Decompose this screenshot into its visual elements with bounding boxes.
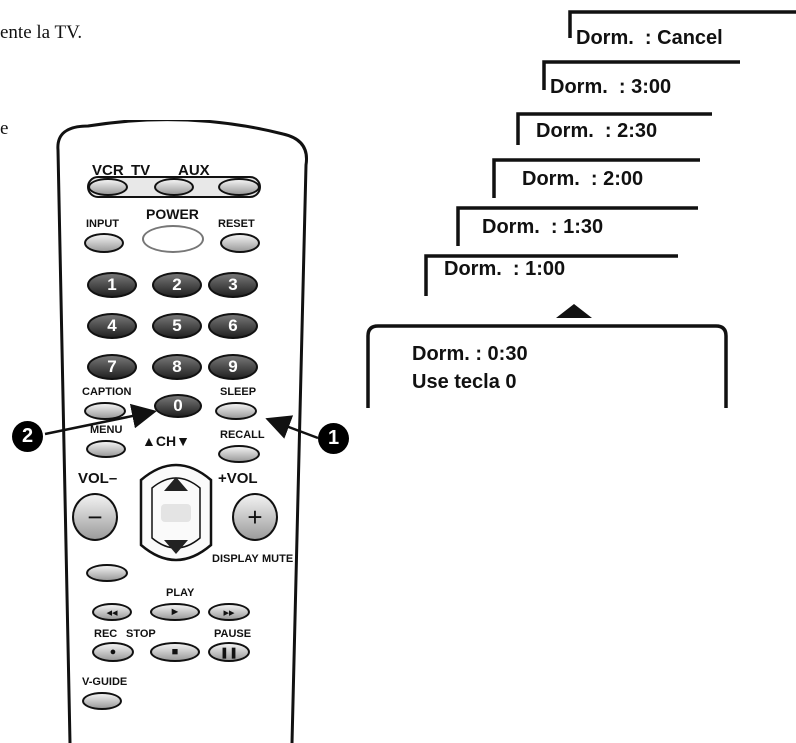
digit-5-button[interactable]: 5: [152, 313, 202, 339]
reset-label: RESET: [218, 218, 255, 230]
tv-label: TV: [131, 162, 151, 179]
remote-control: VCR TV AUX INPUT POWER RESET 1 2 3 4 5 6…: [48, 120, 320, 743]
vcr-mode-button[interactable]: [88, 178, 128, 196]
recall-button[interactable]: [218, 445, 260, 463]
sleep-panel-current: Dorm. : 0:30: [412, 343, 528, 365]
pause-button[interactable]: ❚❚: [208, 642, 250, 662]
power-label: POWER: [146, 206, 199, 222]
callout-1-arrow: [265, 415, 319, 440]
vol-up-label: +VOL: [218, 470, 258, 487]
vguide-label: V-GUIDE: [82, 676, 128, 688]
input-label: INPUT: [86, 218, 119, 230]
vol-down-button[interactable]: −: [72, 493, 118, 541]
channel-label: ▲CH▼: [142, 433, 190, 449]
vol-up-button[interactable]: +: [232, 493, 278, 541]
digit-3-button[interactable]: 3: [208, 272, 258, 298]
sleep-step-cancel: Dorm. : Cancel: [576, 27, 723, 49]
instruction-text-line-2: e: [0, 118, 9, 139]
digit-9-button[interactable]: 9: [208, 354, 258, 380]
vol-down-label: VOL–: [78, 470, 118, 487]
digit-4-button[interactable]: 4: [87, 313, 137, 339]
pause-label: PAUSE: [214, 628, 252, 640]
menu-button[interactable]: [86, 440, 126, 458]
fast-forward-button[interactable]: ▸▸: [208, 603, 250, 621]
sleep-step-3-00: Dorm. : 3:00: [550, 76, 672, 98]
callout-2-arrow: [44, 403, 157, 436]
sleep-step-1-30: Dorm. : 1:30: [482, 216, 604, 238]
display-button[interactable]: [86, 564, 128, 582]
aux-mode-button[interactable]: [218, 178, 260, 196]
display-label: DISPLAY: [212, 553, 259, 565]
digit-6-button[interactable]: 6: [208, 313, 258, 339]
sleep-steps-frame: [366, 10, 796, 408]
input-button[interactable]: [84, 233, 124, 253]
digit-7-button[interactable]: 7: [87, 354, 137, 380]
sleep-step-2-00: Dorm. : 2:00: [522, 168, 644, 190]
vguide-button[interactable]: [82, 692, 122, 710]
reset-button[interactable]: [220, 233, 260, 253]
sleep-button[interactable]: [215, 402, 257, 420]
stop-button[interactable]: ■: [150, 642, 200, 662]
caption-button[interactable]: [84, 402, 126, 420]
record-button[interactable]: ●: [92, 642, 134, 662]
sleep-timer-diagram: Dorm. : Cancel Dorm. : 3:00 Dorm. : 2:30…: [360, 0, 796, 420]
play-label: PLAY: [166, 587, 195, 599]
mute-label: MUTE: [262, 553, 294, 565]
rewind-button[interactable]: ◂◂: [92, 603, 132, 621]
vcr-label: VCR: [92, 162, 124, 179]
sleep-step-1-00: Dorm. : 1:00: [444, 258, 566, 280]
digit-8-button[interactable]: 8: [152, 354, 202, 380]
recall-label: RECALL: [220, 429, 265, 441]
digit-1-button[interactable]: 1: [87, 272, 137, 298]
digit-0-button[interactable]: 0: [154, 394, 202, 418]
power-button[interactable]: [142, 225, 204, 253]
sleep-label: SLEEP: [220, 386, 257, 398]
sleep-step-2-30: Dorm. : 2:30: [536, 120, 658, 142]
callout-2-badge: 2: [12, 421, 43, 452]
sleep-panel-hint: Use tecla 0: [412, 371, 517, 393]
tv-mode-button[interactable]: [154, 178, 194, 196]
digit-2-button[interactable]: 2: [152, 272, 202, 298]
rec-label: REC: [94, 628, 118, 640]
instruction-text-line-1: ente la TV.: [0, 22, 83, 43]
stop-label: STOP: [126, 628, 156, 640]
callout-1-badge: 1: [318, 423, 349, 454]
play-button[interactable]: ►: [150, 603, 200, 621]
menu-label: MENU: [90, 424, 123, 436]
caption-label: CAPTION: [82, 386, 132, 398]
aux-label: AUX: [178, 162, 210, 179]
